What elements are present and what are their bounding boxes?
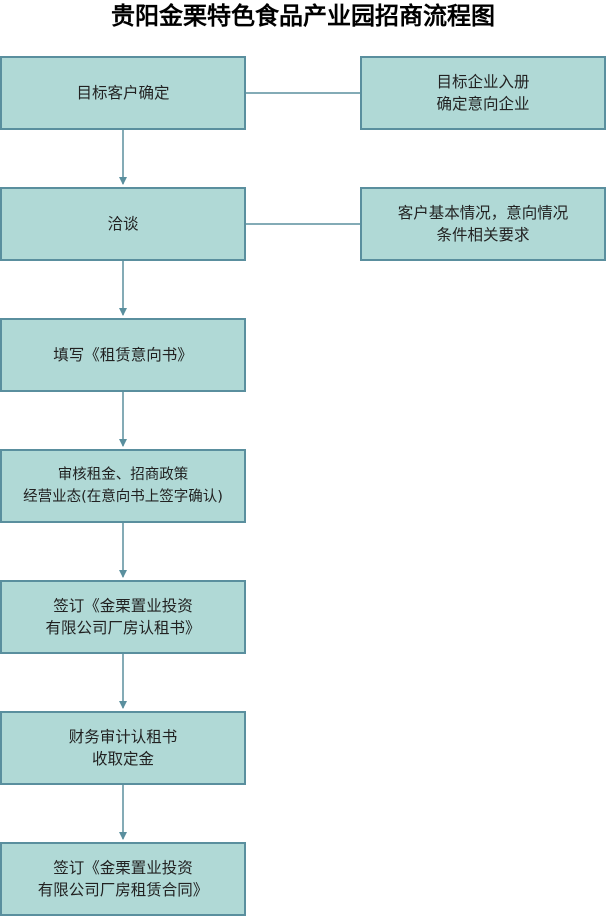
step-6-box: 财务审计认租书 收取定金	[0, 711, 246, 785]
step-2-line-1: 洽谈	[107, 215, 139, 233]
step-5-box: 签订《金栗置业投资 有限公司厂房认租书》	[0, 580, 246, 654]
step-6-line-2: 收取定金	[91, 750, 154, 768]
note-1-box: 目标企业入册 确定意向企业	[360, 56, 606, 130]
note-2-box: 客户基本情况，意向情况 条件相关要求	[360, 187, 606, 261]
note-1-line-1: 目标企业入册	[436, 73, 530, 91]
step-6-line-1: 财务审计认租书	[68, 728, 178, 746]
note-2-line-2: 条件相关要求	[436, 226, 530, 244]
diagram-title: 贵阳金栗特色食品产业园招商流程图	[111, 2, 495, 30]
step-5-line-1: 签订《金栗置业投资	[53, 597, 193, 615]
step-4-line-2: 经营业态(在意向书上签字确认)	[23, 489, 223, 505]
step-5-line-2: 有限公司厂房认租书》	[45, 619, 201, 637]
note-1-line-2: 确定意向企业	[436, 95, 530, 113]
step-3-box: 填写《租赁意向书》	[0, 318, 246, 392]
step-7-box: 签订《金栗置业投资 有限公司厂房租赁合同》	[0, 842, 246, 916]
step-4-box: 审核租金、招商政策 经营业态(在意向书上签字确认)	[0, 449, 246, 523]
step-7-line-1: 签订《金栗置业投资	[53, 859, 193, 877]
step-1-line-1: 目标客户确定	[76, 84, 170, 102]
note-2-line-1: 客户基本情况，意向情况	[397, 204, 569, 222]
step-2-box: 洽谈	[0, 187, 246, 261]
step-1-box: 目标客户确定	[0, 56, 246, 130]
step-7-line-2: 有限公司厂房租赁合同》	[37, 881, 209, 899]
step-4-line-1: 审核租金、招商政策	[57, 467, 189, 483]
step-3-line-1: 填写《租赁意向书》	[53, 346, 193, 364]
